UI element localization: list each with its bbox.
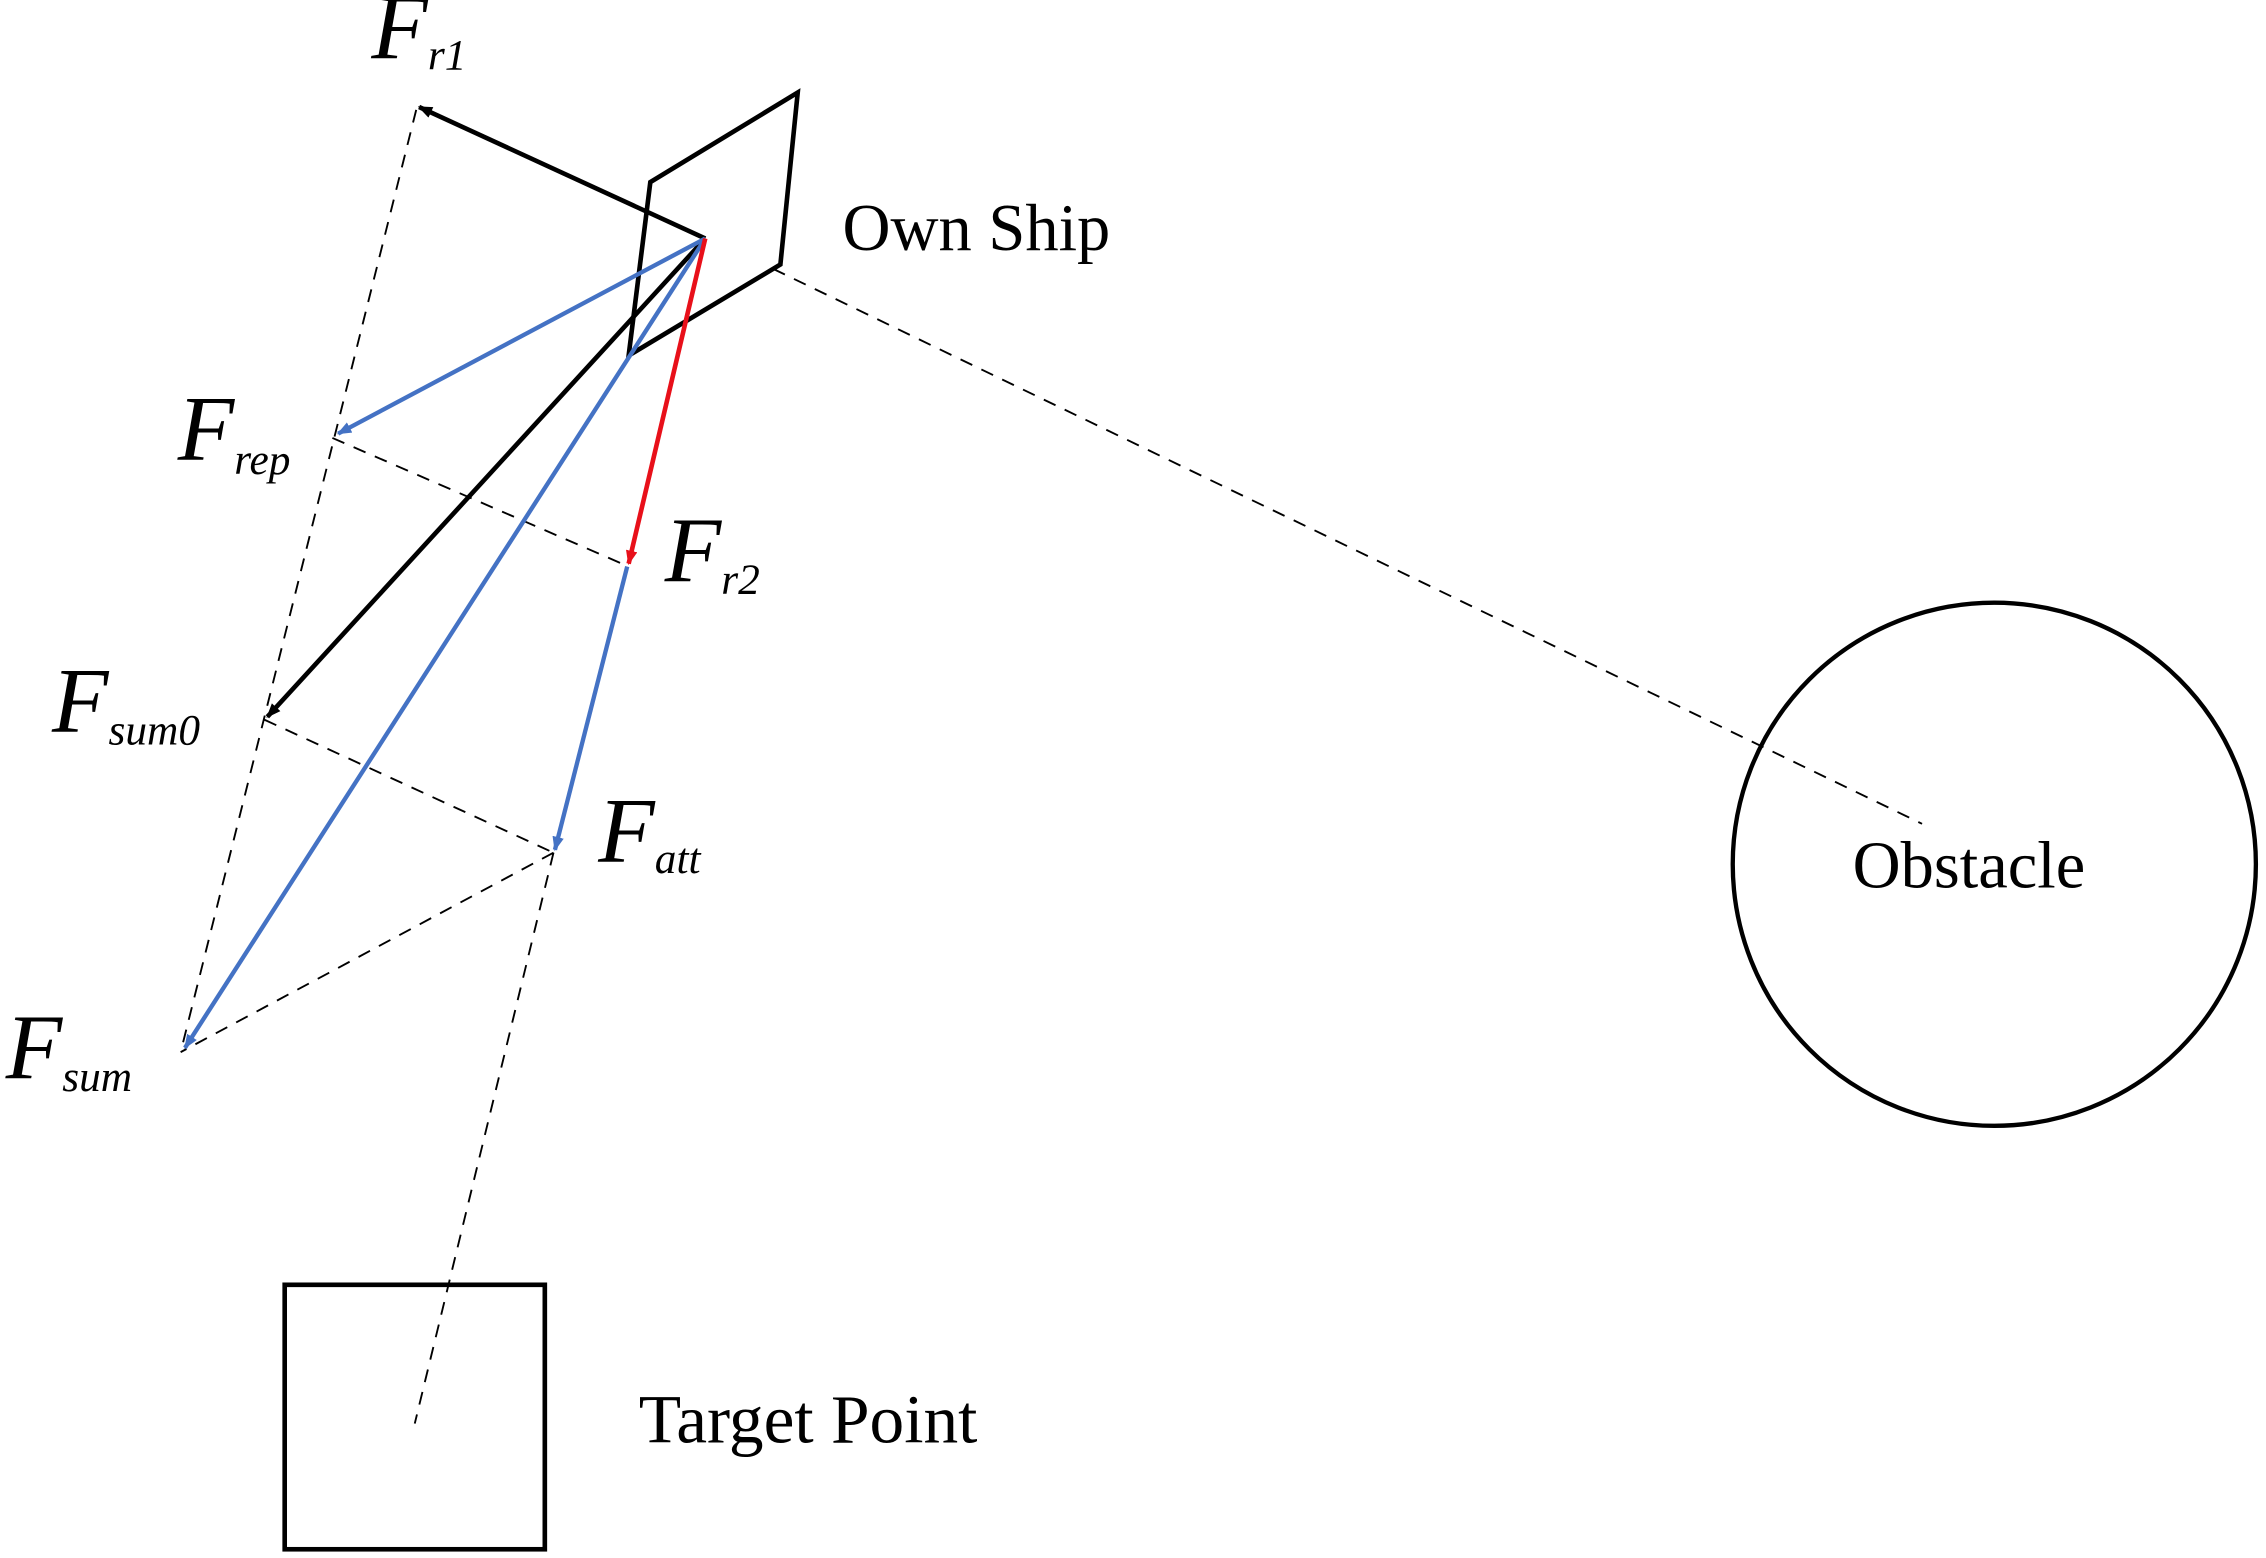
frep-to-fr2-line (332, 437, 630, 568)
fatt-to-target-line (413, 852, 555, 1424)
fr2-label: Fr2 (664, 500, 760, 604)
obstacle-circle (1730, 600, 2259, 1129)
fatt-arrow (552, 566, 630, 852)
own-ship-shape (625, 88, 801, 360)
fsum-arrow (183, 237, 708, 1050)
target-point-label: Target Point (639, 1381, 978, 1458)
fatt-to-fsum-line (180, 851, 554, 1053)
target-point-square (282, 1282, 548, 1552)
fr2-arrow (625, 237, 708, 566)
own-ship-label: Own Ship (843, 192, 1111, 265)
fatt-label: Fatt (597, 780, 701, 883)
construction-lines (179, 109, 1923, 1424)
fsum-label: Fsum (5, 997, 132, 1101)
frep-arrow (336, 236, 707, 436)
fr1-arrow (417, 104, 707, 241)
obstacle-label: Obstacle (1853, 829, 2086, 902)
fsum0-label: Fsum0 (51, 650, 200, 754)
fr1-label: Fr1 (370, 0, 466, 79)
fr1-to-fsum-line (179, 109, 418, 1053)
force-vectors (183, 104, 708, 1050)
ship-to-obstacle-line (772, 268, 1923, 825)
fsum0-arrow (265, 236, 707, 719)
frep-label: Frep (177, 379, 291, 484)
fsum0-to-fatt-line (264, 718, 554, 854)
